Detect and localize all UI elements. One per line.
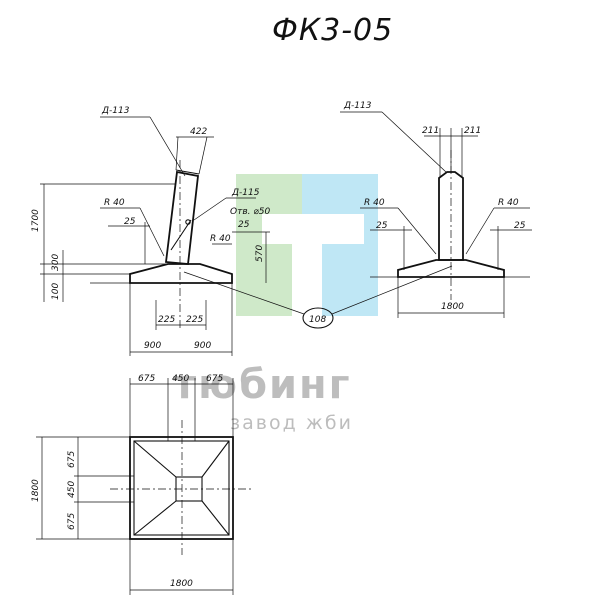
front-label-d-leader [381,111,447,173]
side-label-d-leader [149,116,186,177]
plan-view: 675 450 675 1800 675 450 675 1800 [31,374,252,595]
drawing-title: ФК3-05 [272,13,393,48]
front-radius-right: R 40 [498,198,519,208]
plan-diag-tl [133,440,177,478]
side-column [164,170,199,265]
side-base-outline [129,263,233,284]
callout-leader-right [331,265,453,315]
front-radius-left-leader-2 [397,207,437,255]
side-top-ext-right [198,136,208,175]
plan-bottom-width: 1800 [170,579,193,589]
side-hole-line [170,219,192,251]
front-radius-left: R 40 [364,198,385,208]
watermark-t-bar [262,214,364,244]
front-view: Д-113 211 211 R 40 25 R 40 25 1800 [340,101,532,318]
side-step-left: 25 [124,217,136,227]
plan-left-bottom: 675 [67,513,77,530]
callout-number: 108 [309,315,326,325]
side-hole-label-2: Отв. ⌀50 [230,207,270,217]
side-height-mid: 300 [51,254,61,271]
watermark-name: тюбинг [173,362,352,408]
plan-left-total: 1800 [31,479,41,502]
plan-diag-br [201,500,230,536]
side-label-d: Д-113 [101,106,130,116]
side-radius-right: R 40 [210,234,231,244]
callout-108: 108 [183,265,453,329]
side-radius-left: R 40 [104,198,125,208]
side-view: 1700 300 100 Д-113 422 R 40 25 Д-115 Отв… [31,106,270,356]
side-right-height: 570 [255,245,265,262]
front-step-right: 25 [514,221,526,231]
front-step-left: 25 [376,221,388,231]
plan-top-left: 675 [138,374,155,384]
side-top-width: 422 [190,127,207,137]
side-base-right: 900 [194,341,211,351]
front-base-width: 1800 [441,302,464,312]
side-hole-label-1: Д-115 [231,188,260,198]
side-bottom-half-left: 225 [158,315,175,325]
plan-outer [129,436,234,540]
plan-inner [133,440,230,536]
side-height-total: 1700 [31,209,41,232]
front-label-d: Д-113 [343,101,372,111]
front-column [438,171,464,261]
side-radius-left-leader-2 [139,207,165,257]
side-step-right: 25 [238,220,250,230]
side-height-base: 100 [51,283,61,300]
watermark-t-stem [292,244,322,316]
side-column-top [175,169,200,175]
side-hole-leader-2 [193,197,227,221]
plan-diag-tr [201,440,230,478]
plan-top-right: 675 [206,374,223,384]
side-bottom-half-right: 225 [186,315,203,325]
plan-top-mid: 450 [172,374,189,384]
side-hole [185,219,191,225]
front-top-right: 211 [464,126,481,136]
plan-left-top: 675 [67,451,77,468]
front-top-left: 211 [422,126,439,136]
plan-left-mid: 450 [67,481,77,498]
side-top-ext-left [175,136,179,171]
callout-leader-left [183,271,305,315]
watermark-subtitle: завод жби [230,412,353,434]
callout-ellipse [302,307,334,329]
watermark-logo: тюбинг завод жби [173,174,378,434]
front-radius-right-leader-2 [465,207,495,255]
side-base-left: 900 [144,341,161,351]
plan-diag-bl [133,500,177,536]
